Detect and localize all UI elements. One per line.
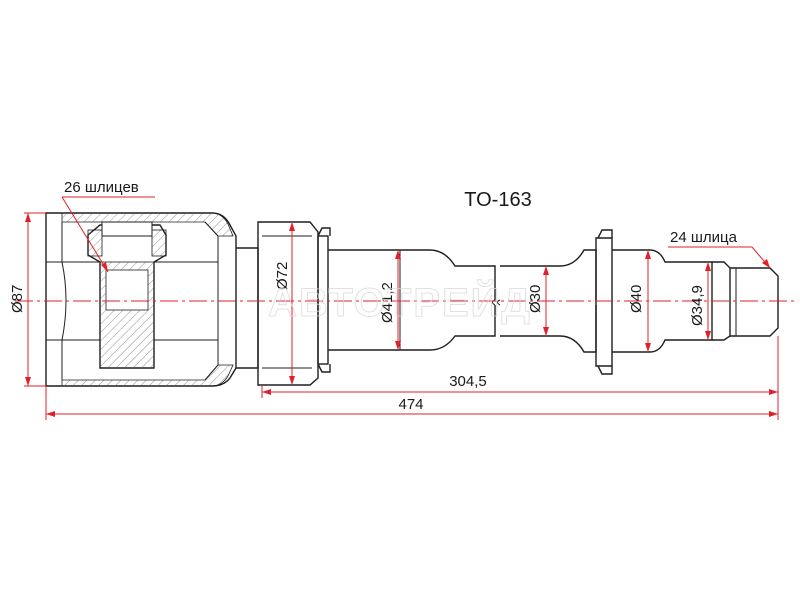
flange [236, 221, 331, 386]
dim-len-304 [261, 336, 779, 398]
spline-end [612, 249, 779, 353]
leader-splines-right [668, 246, 771, 269]
dim-d41 [395, 250, 401, 350]
ring [595, 229, 613, 375]
part-number: TO-163 [464, 189, 531, 211]
leader-splines-left [61, 196, 155, 273]
dim-d72-label: Ø72 [274, 262, 291, 290]
dim-d30 [543, 266, 549, 336]
dim-d34 [705, 262, 711, 340]
dim-d34-label: Ø34,9 [689, 285, 706, 326]
splines-left-label: 26 шлицев [64, 179, 139, 196]
dim-len-474-label: 474 [398, 396, 423, 413]
dim-d87 [24, 212, 46, 387]
housing [45, 212, 237, 387]
dim-d40-label: Ø40 [628, 285, 645, 313]
shaft [328, 249, 597, 353]
dim-d40 [645, 250, 651, 352]
dim-d87-label: Ø87 [9, 285, 26, 313]
watermark: АВТОТРЕЙД [268, 279, 532, 325]
splines-right-label: 24 шлица [670, 229, 738, 246]
dim-d72 [289, 222, 295, 385]
dim-len-474 [45, 386, 779, 420]
dim-d30-label: Ø30 [527, 285, 544, 313]
dim-len-304-label: 304,5 [449, 373, 487, 390]
dim-d41-label: Ø41,2 [379, 282, 396, 323]
